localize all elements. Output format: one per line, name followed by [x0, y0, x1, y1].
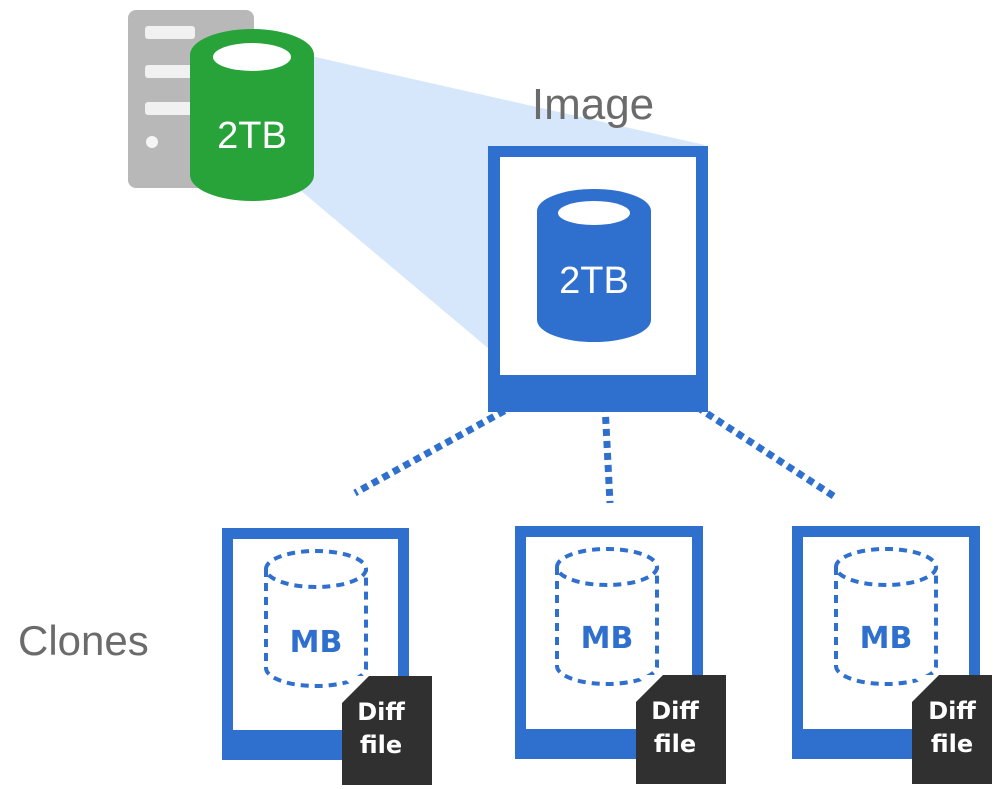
diff-file-line1: Diff [928, 697, 976, 725]
connector-right [695, 404, 837, 500]
clone-disk-icon [834, 547, 938, 686]
image-disk-icon [537, 189, 651, 342]
clone-disk-icon [264, 549, 368, 688]
clone-card: MB Diff file [792, 526, 992, 784]
source-capacity: 2TB [217, 115, 287, 157]
clones-label: Clones [18, 617, 149, 664]
clone-card: MB Diff file [515, 526, 726, 784]
diff-file-line1: Diff [651, 697, 699, 725]
connector-left [353, 401, 517, 497]
server-slot [145, 102, 195, 115]
diff-file-line2: file [360, 731, 402, 759]
connector-center [601, 404, 614, 504]
diff-file-line1: Diff [357, 698, 405, 726]
image-title: Image [532, 80, 654, 129]
diff-file-line2: file [931, 730, 973, 758]
source-server: 2TB [128, 10, 314, 201]
projection-wedge [240, 40, 705, 375]
clone-capacity: MB [860, 621, 913, 656]
clone-capacity: MB [581, 621, 634, 656]
server-led [146, 136, 158, 148]
diff-file-icon [912, 675, 992, 784]
image-capacity: 2TB [559, 260, 629, 302]
diff-file-icon [342, 676, 432, 785]
clone-connectors [353, 401, 837, 504]
clone-card: MB Diff file [222, 528, 432, 785]
diff-file-icon [636, 675, 726, 784]
clone-disk-icon [555, 547, 659, 686]
image-card: 2TB [488, 146, 708, 412]
server-slot [145, 65, 195, 78]
clone-capacity: MB [290, 625, 343, 660]
server-slot [145, 26, 195, 39]
diff-file-line2: file [654, 730, 696, 758]
source-disk-icon [190, 29, 314, 201]
